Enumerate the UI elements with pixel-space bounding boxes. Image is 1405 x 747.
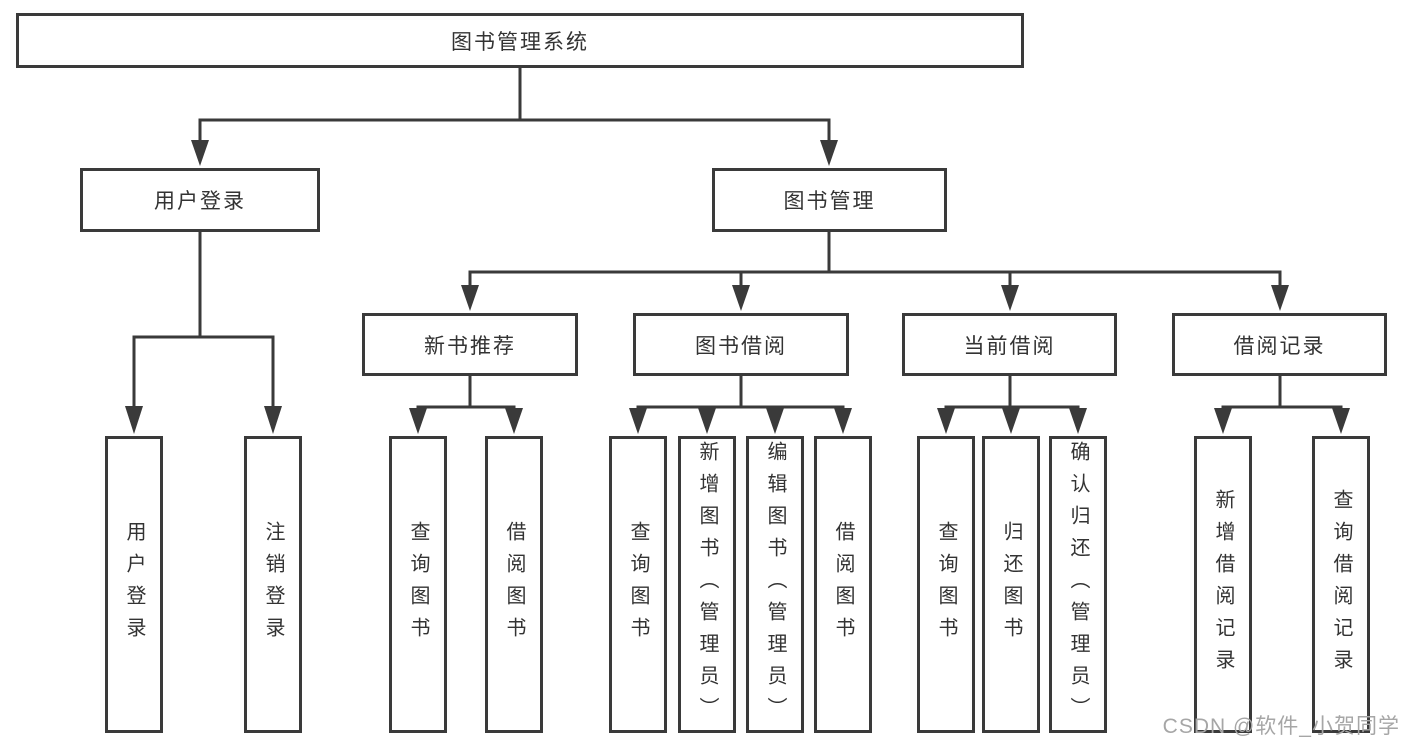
- leaf-edit-book-admin: 编辑图书（管理员）: [746, 436, 804, 733]
- node-current-borrowing: 当前借阅: [902, 313, 1117, 376]
- node-user-login-module: 用户登录: [80, 168, 320, 232]
- leaf-query-borrow-record: 查询借阅记录: [1312, 436, 1370, 733]
- leaf-add-borrow-record: 新增借阅记录: [1194, 436, 1252, 733]
- leaf-query-book-borrowing: 查询图书: [609, 436, 667, 733]
- leaf-user-login: 用户登录: [105, 436, 163, 733]
- node-root-system: 图书管理系统: [16, 13, 1024, 68]
- csdn-watermark: CSDN @软件_小贺同学: [1162, 715, 1400, 738]
- leaf-confirm-return-admin: 确认归还（管理员）: [1049, 436, 1107, 733]
- leaf-return-book: 归还图书: [982, 436, 1040, 733]
- node-new-book-recommendation: 新书推荐: [362, 313, 578, 376]
- leaf-add-book-admin: 新增图书（管理员）: [678, 436, 736, 733]
- node-book-management-module: 图书管理: [712, 168, 947, 232]
- node-book-borrowing: 图书借阅: [633, 313, 849, 376]
- node-borrowing-records: 借阅记录: [1172, 313, 1387, 376]
- leaf-borrow-book-recommend: 借阅图书: [485, 436, 543, 733]
- leaf-query-book-current: 查询图书: [917, 436, 975, 733]
- leaf-borrow-book-borrowing: 借阅图书: [814, 436, 872, 733]
- leaf-logout: 注销登录: [244, 436, 302, 733]
- leaf-query-book-recommend: 查询图书: [389, 436, 447, 733]
